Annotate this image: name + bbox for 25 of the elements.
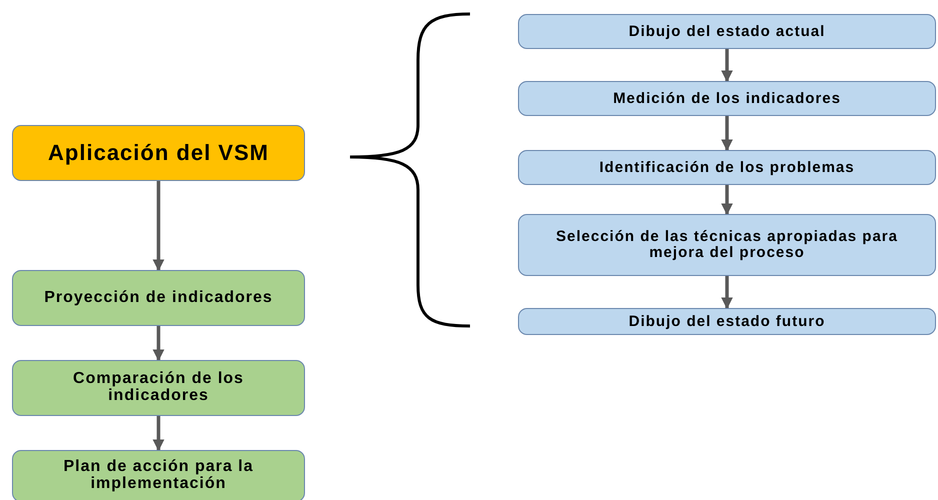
box-label: Proyección de indicadores	[43, 290, 274, 306]
process-box	[518, 14, 936, 49]
arrow	[721, 276, 733, 310]
arrow	[721, 116, 733, 152]
process-box	[518, 81, 936, 116]
arrow	[152, 326, 164, 362]
box-label: Identificación de los problemas	[598, 160, 856, 176]
box-label: Dibujo del estado actual	[628, 24, 826, 40]
box-label: Comparación de los indicadores	[72, 371, 245, 405]
process-box	[12, 360, 305, 416]
box-label: Selección de las técnicas apropiadas para mejora del proceso	[555, 229, 899, 261]
process-box	[518, 308, 936, 335]
process-box	[12, 270, 305, 326]
arrow	[152, 181, 164, 272]
process-box	[518, 150, 936, 185]
process-box	[518, 214, 936, 276]
box-label: Medición de los indicadores	[612, 90, 842, 106]
arrow	[721, 49, 733, 82]
box-label: Dibujo del estado futuro	[628, 314, 826, 330]
arrow	[721, 185, 733, 216]
box-label: Aplicación del VSM	[47, 141, 270, 165]
arrow	[152, 416, 164, 452]
highlight-box	[12, 125, 305, 181]
box-label: Plan de acción para la implementación	[62, 459, 255, 493]
process-box	[12, 450, 305, 500]
